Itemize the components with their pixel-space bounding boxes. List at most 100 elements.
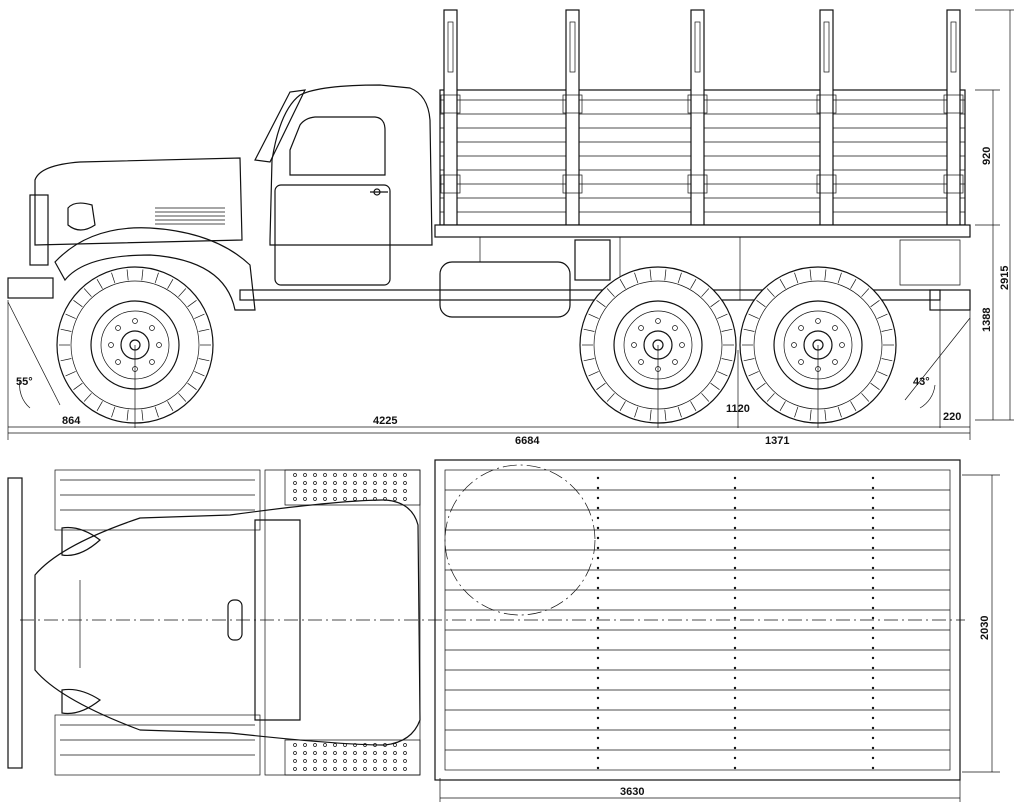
bed-rivet (596, 746, 600, 750)
tread-lug (619, 279, 626, 289)
tread-plate-dot (303, 751, 307, 755)
tread-lug (588, 371, 599, 377)
lug-nut (798, 325, 804, 331)
tread-lug (756, 382, 766, 390)
bed-rivet (871, 536, 875, 540)
tread-lug (870, 300, 880, 308)
tread-lug (756, 300, 766, 308)
tread-lug (65, 313, 76, 319)
tread-lug (743, 328, 755, 332)
bed-rivet (733, 506, 737, 510)
tread-plate-dot (383, 759, 387, 763)
tread-lug (701, 393, 710, 402)
tread-lug (748, 371, 759, 377)
tread-lug (870, 382, 880, 390)
fenders-top (54, 469, 407, 776)
tread-lug (83, 393, 92, 402)
bed-rivet (871, 476, 875, 480)
bed-rivet (596, 526, 600, 530)
bed-rivet (871, 516, 875, 520)
bed-rivet (733, 526, 737, 530)
dim-rear-bogie: 1371 (765, 435, 789, 447)
tread-plate-dot (323, 497, 327, 501)
bed-rivet (596, 686, 600, 690)
tread-plate-dot (333, 489, 337, 493)
tread-plate-dot (393, 473, 397, 477)
lug-nut (108, 342, 114, 348)
tread-plate-dot (303, 481, 307, 485)
tread-lug (721, 358, 733, 362)
tread-plate-dot (293, 481, 297, 485)
bed-rivet (596, 656, 600, 660)
lug-nut (832, 359, 838, 365)
tread-plate-dot (363, 489, 367, 493)
tread-lug (877, 371, 888, 377)
tread-plate-dot (293, 743, 297, 747)
bed-rivet (733, 486, 737, 490)
stake-bracket (440, 94, 461, 114)
tread-plate-dot (353, 489, 357, 493)
bed-rivet (733, 566, 737, 570)
tread-plate-dot (393, 759, 397, 763)
bed-rivet (871, 596, 875, 600)
stake-bracket (943, 174, 964, 194)
tread-plate-dot (323, 759, 327, 763)
bed-rivet (733, 736, 737, 740)
tread-plate-dot (363, 481, 367, 485)
bed-rivet (596, 736, 600, 740)
tread-lug (748, 313, 759, 319)
bed-rivet (733, 686, 737, 690)
bed-rivet (733, 606, 737, 610)
bed-rivet (596, 646, 600, 650)
tread-lug (619, 401, 626, 411)
bed-rivet (871, 636, 875, 640)
bed-rivet (871, 506, 875, 510)
tread-lug (861, 288, 870, 297)
tread-lug (178, 393, 187, 402)
bed-rivet (733, 726, 737, 730)
bed-rivet (871, 676, 875, 680)
tread-lug (60, 328, 72, 332)
top-view: 2030 3630 (7, 459, 1000, 802)
bed-rivet (871, 546, 875, 550)
tread-lug (794, 406, 799, 418)
bed-rivet (871, 666, 875, 670)
bed-rivet (871, 706, 875, 710)
bed-rivet (596, 476, 600, 480)
stake-bracket (687, 174, 708, 194)
tread-plate-dot (353, 497, 357, 501)
angle-departure: 43° (913, 376, 930, 388)
dim-body-width: 2030 (979, 616, 991, 640)
bed-rivet (733, 576, 737, 580)
bed-rivet (596, 696, 600, 700)
cab-top (34, 469, 421, 776)
tread-plate-dot (293, 751, 297, 755)
bed-rivet (733, 706, 737, 710)
tread-lug (850, 401, 857, 411)
bed-rivet (596, 546, 600, 550)
lug-nut (156, 342, 162, 348)
tread-lug (690, 401, 697, 411)
bed-rivet (871, 526, 875, 530)
lug-nut (672, 359, 678, 365)
tread-plate-dot (303, 759, 307, 763)
tread-plate-dot (393, 489, 397, 493)
tread-lug (837, 272, 842, 284)
bed-rivet (733, 496, 737, 500)
tread-plate-dot (343, 751, 347, 755)
bed-rivet (871, 766, 875, 770)
dim-side-height: 920 (981, 147, 993, 165)
tread-plate-dot (293, 473, 297, 477)
tread-plate-dot (333, 759, 337, 763)
tread-lug (717, 371, 728, 377)
lug-nut (839, 342, 845, 348)
tread-plate-dot (333, 481, 337, 485)
tread-plate-dot (373, 489, 377, 493)
tread-plate-dot (383, 743, 387, 747)
lug-nut (115, 325, 121, 331)
bed-rivet (596, 766, 600, 770)
tread-plate-dot (393, 481, 397, 485)
bed-rivet (596, 536, 600, 540)
dim-platform-height: 1388 (981, 308, 993, 332)
